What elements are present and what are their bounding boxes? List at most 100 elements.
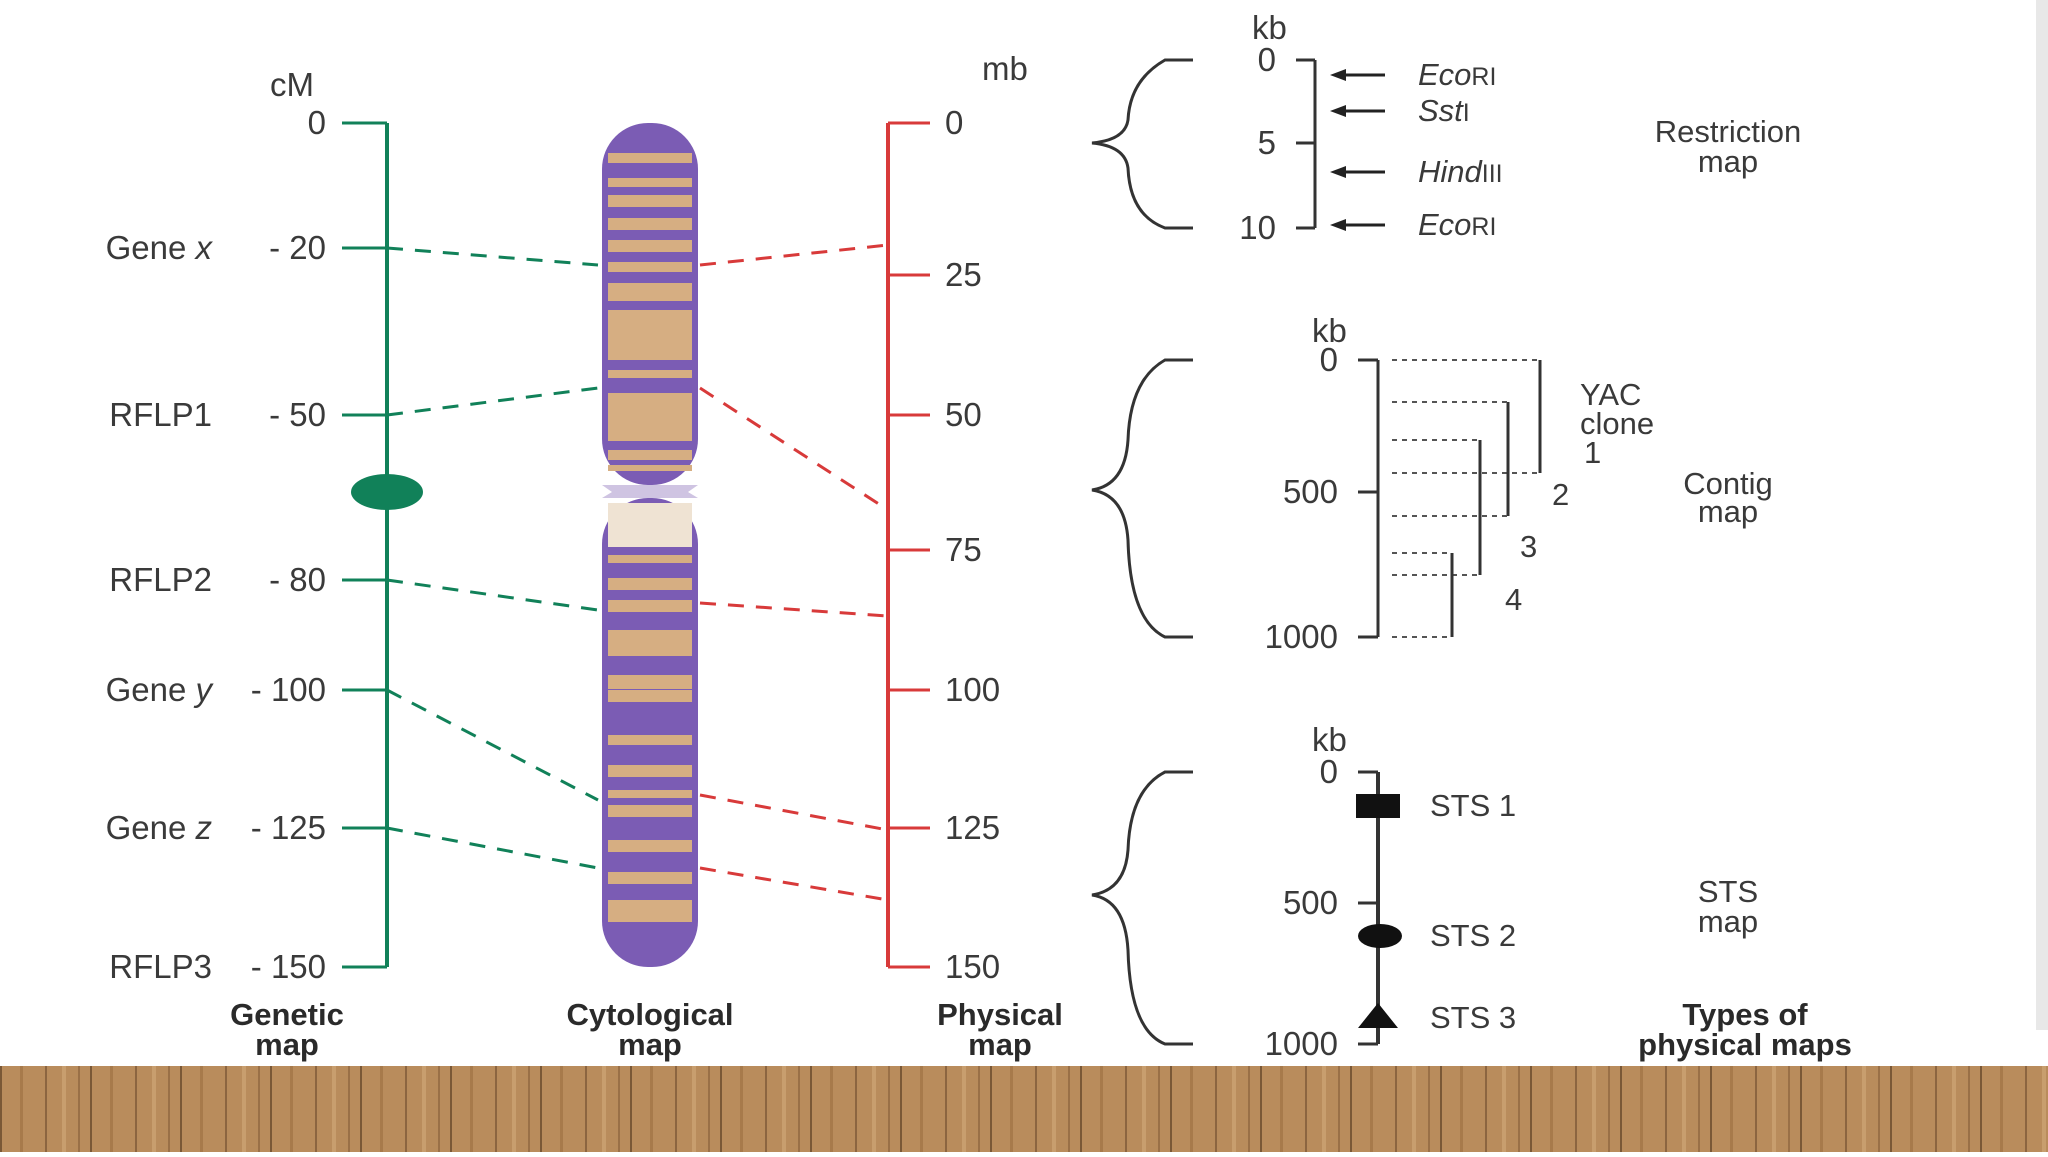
map-connectors	[386, 243, 889, 902]
physical-tick-value: 0	[945, 104, 963, 141]
genetic-caption-line2: map	[255, 1027, 319, 1062]
physical-tick-value: 125	[945, 809, 1000, 846]
restriction-tick-value: 0	[1258, 41, 1276, 78]
genetic-tick-value: 0	[308, 104, 326, 141]
chromosome-band	[608, 195, 692, 207]
physical-connector	[699, 866, 889, 902]
genetic-caption-line1: Genetic	[230, 997, 344, 1032]
genetic-tick-value: - 125	[251, 809, 326, 846]
physical-connector	[699, 601, 889, 618]
clone-number-label: 4	[1505, 582, 1522, 617]
genetic-locus-label: RFLP1	[109, 396, 212, 433]
sts-marker-3: STS 3	[1430, 1000, 1516, 1035]
genetic-tick-value: - 20	[269, 229, 326, 266]
restriction-brace	[1091, 58, 1193, 230]
centromere-block	[608, 503, 692, 547]
contig-tick-value: 0	[1320, 341, 1338, 378]
genetic-locus-label: RFLP2	[109, 561, 212, 598]
types-caption-line1: Types of	[1682, 997, 1808, 1032]
physical-tick-value: 75	[945, 531, 982, 568]
yac-label-line1: YAC	[1580, 377, 1641, 412]
chromosome-band	[608, 735, 692, 745]
chromosome-band	[608, 600, 692, 612]
enzyme-label: EcoRI	[1418, 57, 1496, 92]
wood-floor	[0, 1066, 2048, 1152]
genetic-connector	[386, 386, 599, 417]
physical-caption-line2: map	[968, 1027, 1032, 1062]
sts-title-line2: map	[1698, 904, 1758, 939]
physical-caption-line1: Physical	[937, 997, 1063, 1032]
genetic-locus-label: Gene x	[106, 229, 214, 266]
contig-title-line2: map	[1698, 494, 1758, 529]
chromosome-band	[608, 578, 692, 590]
sts-tick-value: 500	[1283, 884, 1338, 921]
restriction-tick-value: 5	[1258, 124, 1276, 161]
chromosome-band	[608, 370, 692, 378]
physical-tick-value: 50	[945, 396, 982, 433]
chromosome-band	[608, 450, 692, 460]
sts-marker-1: STS 1	[1430, 788, 1516, 823]
enzyme-label: EcoRI	[1418, 207, 1496, 242]
genetic-locus-label: Gene y	[106, 671, 215, 708]
chromosome-band	[608, 900, 692, 922]
yac-label-line3: 1	[1584, 435, 1601, 470]
genetic-connector	[386, 246, 599, 267]
genetic-tick-value: - 100	[251, 671, 326, 708]
types-caption-line2: physical maps	[1638, 1027, 1852, 1062]
chromosome-band	[608, 218, 692, 230]
physical-connector	[699, 793, 889, 832]
chromosome-band	[608, 872, 692, 884]
sts-marker-2: STS 2	[1430, 918, 1516, 953]
genetic-connector	[386, 578, 599, 612]
sts-tick-value: 0	[1320, 753, 1338, 790]
cytological-map: Cytological map	[566, 123, 734, 1062]
genetic-tick-value: - 80	[269, 561, 326, 598]
chromosome-band	[608, 765, 692, 777]
genetic-tick-value: - 50	[269, 396, 326, 433]
genetic-unit-label: cM	[270, 66, 314, 103]
enzyme-arrowhead	[1330, 69, 1346, 81]
physical-connector	[699, 243, 889, 267]
cytological-caption-line2: map	[618, 1027, 682, 1062]
chromosome-band	[608, 805, 692, 817]
sts3-triangle-marker	[1358, 1003, 1398, 1028]
genetic-connector	[386, 688, 599, 802]
cytological-caption-line1: Cytological	[566, 997, 733, 1032]
genetic-connector	[386, 826, 599, 870]
chromosome-band	[608, 840, 692, 852]
contig-brace	[1091, 358, 1193, 639]
sts1-square-marker	[1356, 794, 1400, 818]
physical-tick-value: 100	[945, 671, 1000, 708]
enzyme-label: HindIII	[1418, 154, 1503, 189]
chromosome-band	[608, 178, 692, 187]
restriction-title-line2: map	[1698, 144, 1758, 179]
physical-unit-label: mb	[982, 50, 1028, 87]
sts2-circle-marker	[1358, 924, 1402, 948]
chromosome-band	[608, 240, 692, 252]
sts-brace	[1091, 770, 1193, 1046]
clone-number-label: 3	[1520, 529, 1537, 564]
restriction-title-line1: Restriction	[1655, 114, 1801, 149]
chromosome-band	[608, 675, 692, 689]
chromosome-q-arm	[602, 498, 698, 967]
sts-tick-value: 1000	[1265, 1025, 1338, 1062]
contig-tick-value: 1000	[1265, 618, 1338, 655]
restriction-tick-value: 10	[1239, 209, 1276, 246]
physical-connector	[699, 386, 889, 512]
chromosome-band	[608, 153, 692, 163]
clone-number-label: 2	[1552, 477, 1569, 512]
chromosome-band	[608, 310, 692, 360]
enzyme-arrowhead	[1330, 219, 1346, 231]
chromosome-band	[608, 690, 692, 702]
genetic-locus-label: RFLP3	[109, 948, 212, 985]
physical-tick-value: 150	[945, 948, 1000, 985]
contig-tick-value: 500	[1283, 473, 1338, 510]
genetic-tick-value: - 150	[251, 948, 326, 985]
contig-unit-label: kb	[1312, 312, 1347, 349]
